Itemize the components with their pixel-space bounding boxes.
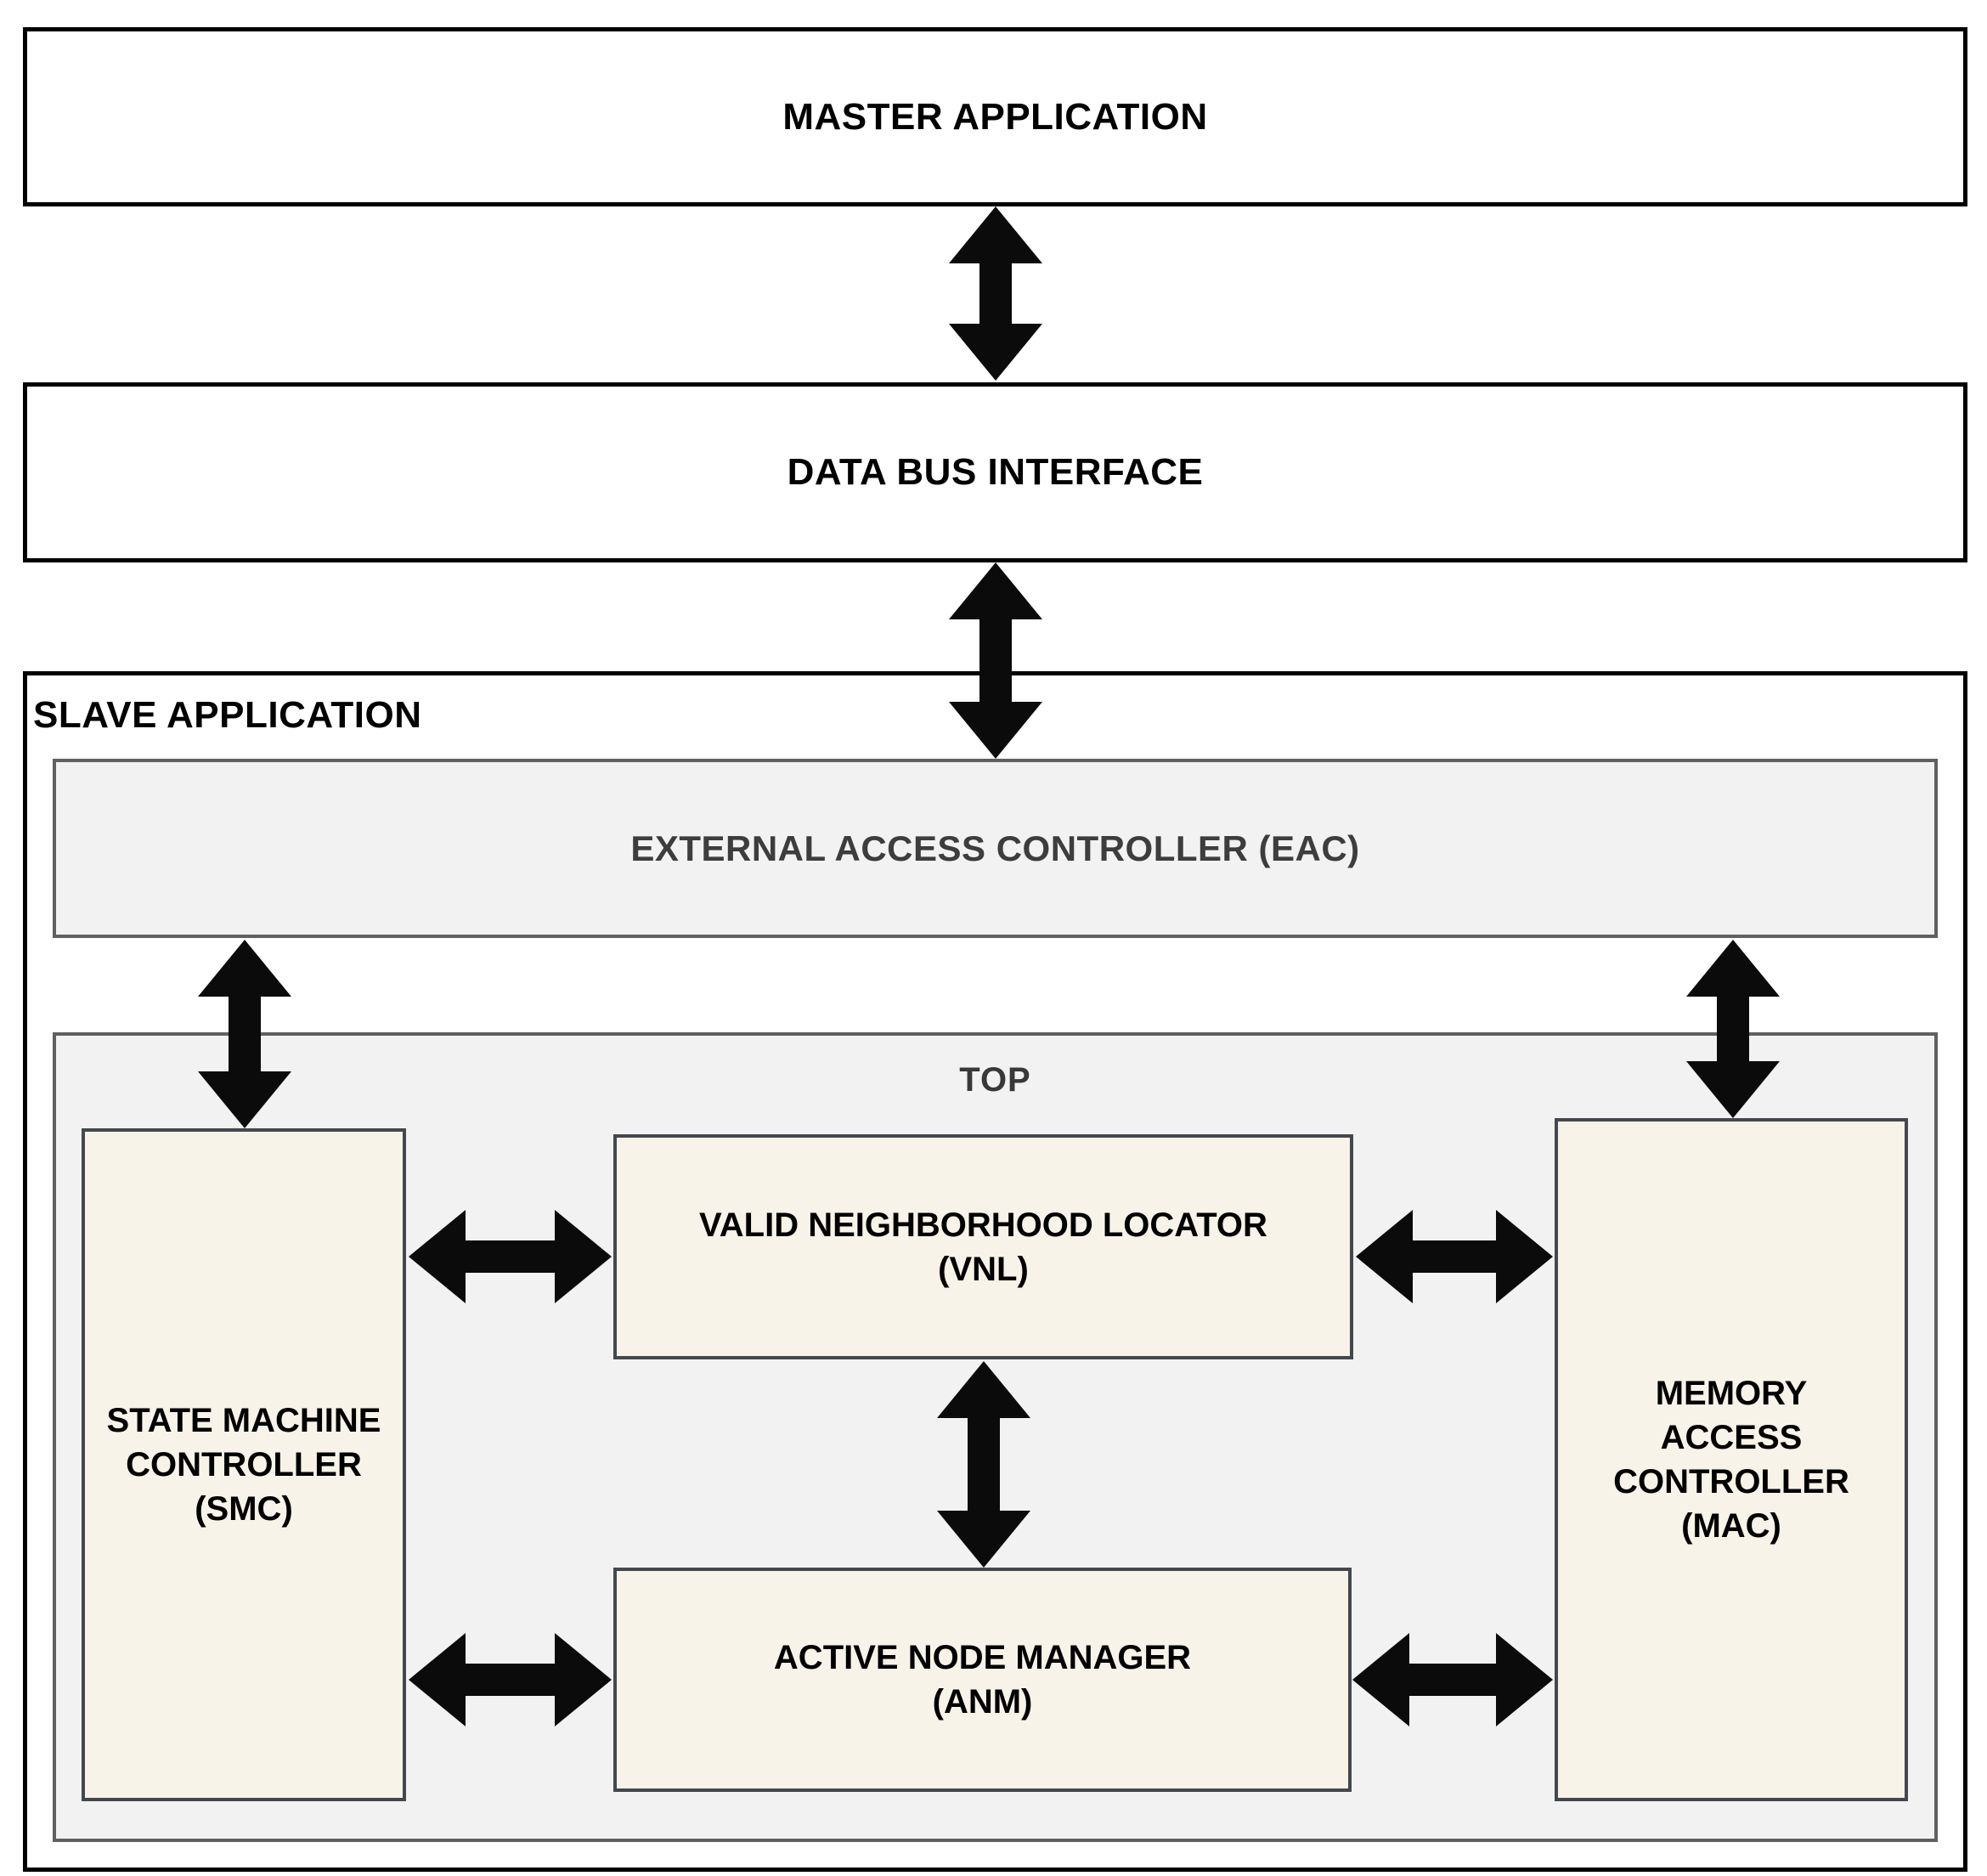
arrow-databus-eac-icon [949,562,1042,759]
data-bus-interface-label: DATA BUS INTERFACE [787,451,1204,493]
arrow-eac-mac-icon [1686,940,1780,1118]
mac-label-line4: (MAC) [1681,1507,1781,1545]
arrow-vnl-mac-icon [1356,1210,1553,1303]
master-application-label: MASTER APPLICATION [782,95,1208,138]
master-application-box: MASTER APPLICATION [23,27,1967,206]
mac-label-line3: CONTROLLER [1613,1463,1849,1500]
eac-label: EXTERNAL ACCESS CONTROLLER (EAC) [630,828,1360,868]
slave-application-label: SLAVE APPLICATION [33,694,422,736]
smc-label-line2: CONTROLLER [126,1446,362,1483]
mac-label-line1: MEMORY [1655,1375,1808,1412]
smc-label-line1: STATE MACHINE [106,1402,381,1439]
arrow-vnl-anm-icon [937,1361,1030,1568]
vnl-label-line1: VALID NEIGHBORHOOD LOCATOR [699,1206,1267,1244]
data-bus-interface-box: DATA BUS INTERFACE [23,382,1967,562]
top-label: TOP [959,1061,1031,1099]
mac-box: MEMORY ACCESS CONTROLLER (MAC) [1555,1118,1908,1801]
vnl-label-line2: (VNL) [938,1250,1029,1288]
smc-label-line3: (SMC) [195,1490,293,1528]
anm-box: ACTIVE NODE MANAGER (ANM) [613,1568,1352,1792]
arrow-smc-vnl-icon [409,1210,612,1303]
arrow-master-databus-icon [949,206,1042,381]
vnl-box: VALID NEIGHBORHOOD LOCATOR (VNL) [613,1134,1353,1359]
arrow-eac-smc-icon [198,940,291,1128]
mac-label-line2: ACCESS [1660,1419,1803,1456]
arrow-anm-mac-icon [1352,1633,1553,1726]
anm-label-line1: ACTIVE NODE MANAGER [773,1639,1192,1676]
arrow-smc-anm-icon [409,1633,612,1726]
smc-box: STATE MACHINE CONTROLLER (SMC) [82,1128,406,1801]
anm-label-line2: (ANM) [932,1683,1033,1721]
eac-box: EXTERNAL ACCESS CONTROLLER (EAC) [53,759,1938,938]
